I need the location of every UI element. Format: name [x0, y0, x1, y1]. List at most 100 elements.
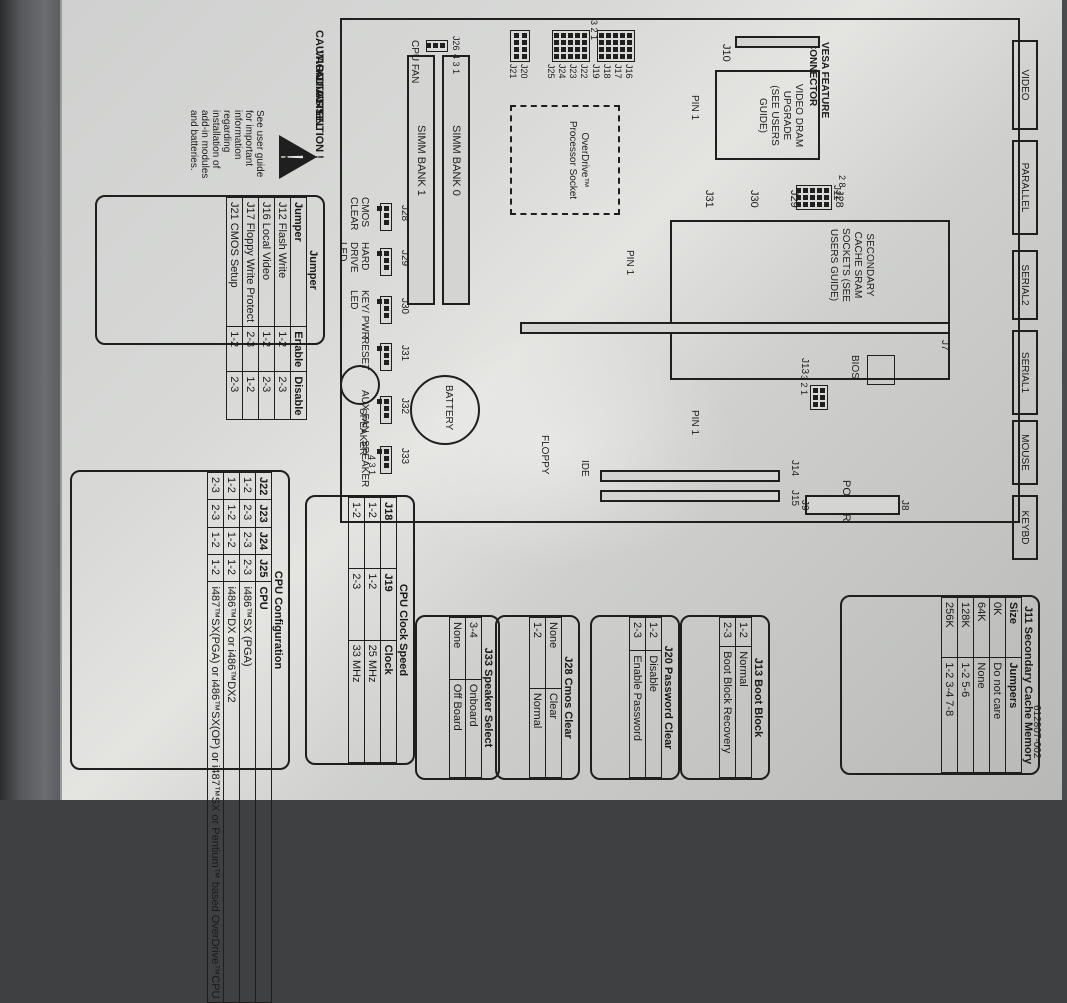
label-j20: J20 — [519, 64, 529, 79]
pin — [522, 33, 527, 38]
cache-table-title: J11 Secondary Cache Memory — [1022, 605, 1034, 765]
pin — [620, 47, 625, 52]
pin — [561, 47, 566, 52]
jumper-table-cell: 2-3 — [226, 371, 243, 420]
j33-pins: 4 3 1 — [367, 455, 377, 476]
pin — [599, 40, 604, 45]
cache-table-cell: 1-2 5-6 — [957, 657, 974, 773]
pin — [384, 206, 389, 211]
cache-table-cell: Do not care — [989, 657, 1006, 773]
pin — [377, 346, 382, 351]
pin — [384, 399, 389, 404]
pin — [384, 353, 389, 358]
jumper-table-cell: J12 Flash Write — [274, 197, 291, 327]
pin — [803, 202, 808, 207]
password-table-cell: 2-3 — [629, 617, 646, 651]
pin — [575, 47, 580, 52]
pin — [377, 206, 382, 211]
pin — [813, 388, 818, 393]
label-j25: J25 — [546, 64, 556, 79]
j30-id: J30 — [399, 298, 410, 315]
clock-table-col: J19 — [380, 568, 397, 641]
speaker-table-cell: None — [449, 617, 466, 680]
j31-header — [377, 343, 392, 371]
speaker-table-cell: Onboard — [465, 679, 482, 778]
pin1-label-b: PIN 1 — [624, 250, 635, 276]
cpu-table-cell: 1-2 — [207, 527, 224, 555]
j33-id: J33 — [399, 448, 410, 465]
pin — [627, 47, 632, 52]
speaker-table-title: J33 Speaker Select — [482, 647, 494, 748]
ide-label: IDE — [579, 460, 590, 477]
pin — [599, 54, 604, 59]
clock-table-cell: 1-2 — [364, 568, 381, 641]
pin — [817, 188, 822, 193]
jumper-table-cell: 2-3 — [258, 371, 275, 420]
pin — [384, 413, 389, 418]
clock-table-col: J18 — [380, 497, 397, 569]
cache-table-cell: 64K — [973, 597, 990, 658]
pin — [820, 388, 825, 393]
secondary-cache-label: SECONDARY CACHE SRAM SOCKETS (SEE USERS … — [828, 228, 875, 302]
j14-label: J14 — [789, 460, 800, 477]
cpu-table-col: J23 — [255, 499, 272, 528]
pin — [575, 54, 580, 59]
pin — [522, 40, 527, 45]
j28-header — [377, 203, 392, 231]
pin — [810, 188, 815, 193]
j10-slot — [735, 36, 820, 48]
floppy-connector — [600, 490, 780, 502]
floppy-label: FLOPPY — [539, 435, 550, 475]
j13-pins: 3 2 1 — [799, 375, 809, 396]
clock-table-col: Clock — [380, 640, 397, 763]
pin — [384, 346, 389, 351]
pin — [377, 399, 382, 404]
j26-pins: 4 3 1 — [451, 54, 461, 75]
pin — [384, 299, 389, 304]
speaker-table-cell: Off Board — [449, 679, 466, 778]
pin — [606, 47, 611, 52]
j13-header — [810, 385, 828, 410]
cpu-table-cell: i486™SX (PGA) — [239, 581, 256, 1003]
simm1-label: SIMM BANK 1 — [415, 125, 427, 196]
pin — [820, 395, 825, 400]
speaker-table-cell: 3-4 — [465, 617, 482, 680]
power-connector — [805, 495, 900, 515]
password-table-cell: Disable — [645, 650, 662, 778]
cmos-table-cell: Clear — [545, 688, 562, 778]
pin — [561, 40, 566, 45]
cmos-table-cell: None — [545, 617, 562, 689]
clock-table-cell: 25 MHz — [364, 640, 381, 763]
pin — [817, 202, 822, 207]
cpu-table-title: CPU Configuration — [272, 570, 284, 670]
cpu-table-cell: 1-2 — [223, 554, 240, 582]
cache-table-cell: 128K — [957, 597, 974, 658]
pin — [568, 40, 573, 45]
j20-j21-header — [510, 30, 530, 62]
j10-label: J10 — [720, 44, 732, 62]
port-video: VIDEO — [1012, 40, 1038, 130]
label-j21: J21 — [508, 64, 518, 79]
pin — [582, 54, 587, 59]
cpu-table-cell: i486™DX or i486™DX2 — [223, 581, 240, 1003]
boot-table-cell: 2-3 — [719, 617, 736, 647]
cpu-table-cell: 1-2 — [223, 472, 240, 500]
j26-label: J26 — [451, 36, 461, 51]
pin — [606, 54, 611, 59]
secondary-cache-box — [670, 220, 950, 380]
jumper-table-col: Jumper — [290, 197, 307, 327]
clock-table-cell: 1-2 — [348, 497, 365, 569]
label-j16: J16 — [624, 64, 634, 79]
j31-label: J31 — [703, 190, 715, 208]
cache-table-col: Jumpers — [1005, 657, 1022, 773]
